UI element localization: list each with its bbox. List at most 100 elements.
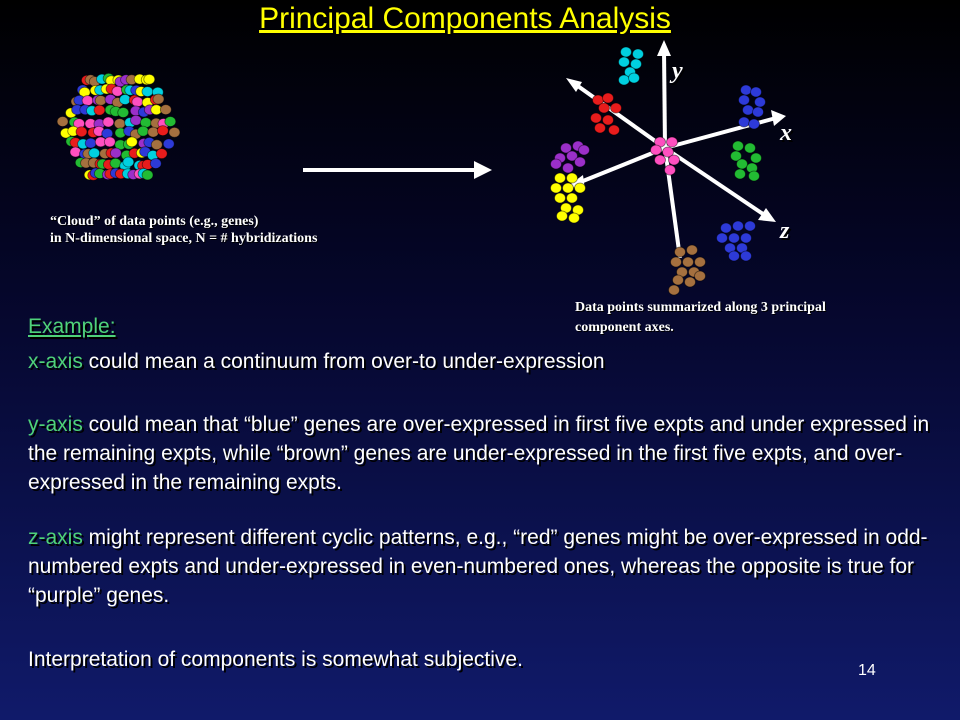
cluster-point <box>754 96 766 108</box>
cloud-point <box>125 136 138 148</box>
cluster-point <box>728 232 740 244</box>
cloud-point <box>149 158 162 169</box>
cluster-point <box>574 156 586 168</box>
arrowhead-x <box>771 110 786 126</box>
cluster-point <box>728 250 740 262</box>
cluster-point <box>750 152 762 164</box>
cloud-point <box>119 94 131 105</box>
pca-caption-line1: Data points summarized along 3 principal <box>575 300 826 315</box>
cluster-point <box>748 118 760 130</box>
cloud-point <box>143 73 156 85</box>
cluster-point <box>740 250 752 262</box>
axis-x-left <box>577 146 666 185</box>
cluster-point <box>566 172 578 184</box>
cluster-point <box>550 158 562 170</box>
pca-caption: Data points summarized along 3 principal… <box>575 298 826 338</box>
arrowhead-y <box>657 40 671 56</box>
cluster-point <box>744 220 756 232</box>
cloud-point <box>56 116 69 127</box>
cluster-point <box>602 114 614 126</box>
page-title: Principal Components Analysis <box>259 2 671 35</box>
cluster-point <box>668 154 680 166</box>
cluster-point <box>668 284 680 296</box>
cloud-point <box>93 104 106 116</box>
cluster-point <box>670 256 682 268</box>
cloud-point <box>84 137 97 149</box>
cluster-point <box>590 112 602 124</box>
page-number: 14 <box>858 662 876 679</box>
conclusion-text: Interpretation of components is somewhat… <box>28 648 523 671</box>
cluster-point <box>608 124 620 136</box>
cluster-point <box>594 122 606 134</box>
axis-label-x: x <box>780 120 792 146</box>
axis-label-z: z <box>780 218 790 244</box>
cloud-point <box>156 125 169 137</box>
cluster-point <box>664 164 676 176</box>
cloud-caption-line2: in N-dimensional space, N = # hybridizat… <box>50 231 318 246</box>
cluster-point <box>574 182 586 194</box>
cloud-point <box>88 147 101 159</box>
cluster-point <box>562 182 574 194</box>
cluster-point <box>662 146 674 158</box>
y-axis-paragraph: y-axis could mean that “blue” genes are … <box>28 410 948 497</box>
axis-z-down <box>663 146 768 218</box>
cluster-point <box>738 94 750 106</box>
cloud-point <box>164 116 177 127</box>
cluster-point <box>618 56 630 68</box>
cloud-point <box>162 138 175 150</box>
cluster-point <box>744 142 756 154</box>
cluster-point <box>672 274 684 286</box>
transition-arrow <box>303 161 492 179</box>
cloud-point <box>109 147 122 159</box>
cloud-point <box>117 107 130 118</box>
z-axis-paragraph: z-axis might represent different cyclic … <box>28 523 948 610</box>
axis-y-up <box>662 49 667 149</box>
cloud-caption-line1: “Cloud” of data points (e.g., genes) <box>50 214 259 229</box>
cluster-point <box>734 168 746 180</box>
cloud-point <box>137 125 149 137</box>
cluster-point <box>674 246 686 258</box>
x-axis-text: could mean a continuum from over-to unde… <box>82 350 605 373</box>
cloud-point <box>150 139 163 151</box>
cluster-point <box>740 232 752 244</box>
cloud-point <box>81 95 94 106</box>
cluster-point <box>602 92 614 104</box>
cluster-point <box>716 232 728 244</box>
cluster-point <box>560 142 572 154</box>
cloud-point <box>94 95 107 106</box>
cloud-point <box>168 126 181 138</box>
cluster-point <box>684 276 696 288</box>
cloud-point <box>147 126 160 138</box>
cluster-point <box>598 102 610 114</box>
cloud-point <box>102 116 115 128</box>
arrow-head <box>474 161 492 179</box>
cluster-point <box>686 244 698 256</box>
cluster-point <box>682 256 694 268</box>
cloud-point <box>130 114 142 126</box>
cluster-point <box>568 212 580 224</box>
pca-caption-line2: component axes. <box>575 320 674 335</box>
cluster-point <box>650 144 662 156</box>
y-axis-term: y-axis <box>28 413 83 436</box>
cloud-point <box>159 104 172 116</box>
cloud-point <box>75 126 88 138</box>
cluster-point <box>748 170 760 182</box>
cloud-point <box>141 86 154 97</box>
cluster-point <box>618 74 630 86</box>
cloud-point <box>122 156 135 168</box>
z-axis-term: z-axis <box>28 526 83 549</box>
cluster-point <box>694 256 706 268</box>
x-axis-paragraph: x-axis could mean a continuum from over-… <box>28 347 948 376</box>
cluster-point <box>694 270 706 282</box>
cluster-point <box>666 136 678 148</box>
cluster-point <box>720 222 732 234</box>
cluster-point <box>628 72 640 84</box>
x-axis-term: x-axis <box>28 350 83 373</box>
cluster-point <box>732 140 744 152</box>
cluster-point <box>610 102 622 114</box>
cloud-caption: “Cloud” of data points (e.g., genes) in … <box>50 213 317 247</box>
cluster-point <box>554 192 566 204</box>
cluster-point <box>562 162 574 174</box>
cloud-point <box>103 136 116 148</box>
